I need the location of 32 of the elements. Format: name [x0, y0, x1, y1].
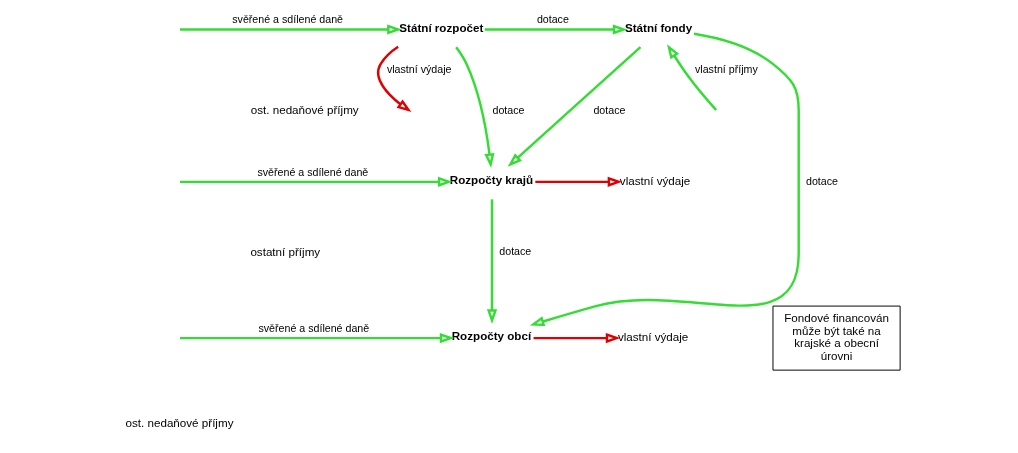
edge-label: vlastní příjmy: [694, 62, 758, 75]
label: ostatní příjmy: [250, 244, 321, 258]
node-box: Fondové financován může být také na krajské a obecní úrovni: [772, 305, 901, 371]
arrow: [180, 333, 455, 344]
node-text: Rozpočty krajů: [449, 172, 534, 186]
edge-label: vlastní výdaje: [386, 62, 452, 75]
node-text: Státní fondy: [624, 20, 693, 34]
node-text: vlastní výdaje: [617, 330, 689, 344]
arrow: [484, 24, 628, 35]
arrow: [179, 24, 402, 35]
edge-label: svěřené a sdílené daně: [258, 322, 370, 335]
edge-label: dotace: [593, 103, 626, 116]
arrow: [455, 46, 495, 169]
edge-label: dotace: [536, 13, 569, 26]
label: ost. nedaňové příjmy: [125, 415, 234, 429]
edge-label: dotace: [805, 174, 838, 187]
arrow: [507, 46, 642, 167]
arrow: [667, 44, 718, 111]
arrow: [377, 45, 412, 113]
node-text: vlastní výdaje: [619, 173, 691, 187]
label: ost. nedaňové příjmy: [250, 103, 359, 117]
arrow: [486, 199, 498, 324]
arrow: [529, 32, 800, 327]
edge-label: dotace: [492, 103, 525, 116]
edge-label: svěřené a sdílené daně: [257, 165, 369, 178]
node-text: Rozpočty obcí: [451, 329, 532, 343]
arrow: [535, 176, 623, 187]
edge-label: svěřené a sdílené daně: [232, 13, 344, 26]
node-text: Státní rozpočet: [399, 20, 484, 34]
edge-label: dotace: [499, 245, 532, 258]
arrow: [533, 333, 621, 344]
arrow: [180, 176, 453, 187]
